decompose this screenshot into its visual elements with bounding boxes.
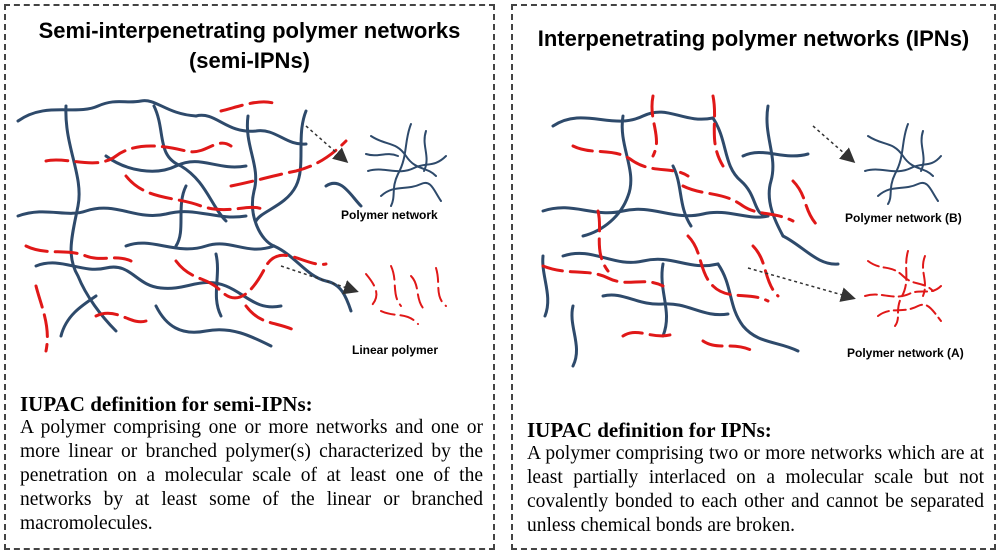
ipn-network-a-strands xyxy=(541,94,820,353)
semi-ipn-title-line2: (semi-IPNs) xyxy=(188,48,311,73)
semi-ipn-linear-label: Linear polymer xyxy=(352,343,438,357)
ipn-panel: Interpenetrating polymer networks (IPNs) xyxy=(511,4,996,550)
semi-ipn-illustration: Polymer network Linear polymer xyxy=(16,99,447,357)
semi-ipn-definition-heading: IUPAC definition for semi-IPNs: xyxy=(20,392,313,416)
ipn-network-a-icon xyxy=(864,250,942,327)
semi-ipn-network-arrow xyxy=(305,125,349,163)
semi-ipn-panel: Semi-interpenetrating polymer networks (… xyxy=(4,4,495,550)
semi-ipn-linear-arrow xyxy=(280,265,359,295)
ipn-definition: IUPAC definition for IPNs: A polymer com… xyxy=(527,418,984,538)
ipn-definition-heading: IUPAC definition for IPNs: xyxy=(527,418,772,442)
ipn-illustration: Polymer network (B) Polymer network (A) xyxy=(541,94,964,368)
semi-ipn-network-icon xyxy=(365,123,447,207)
semi-ipn-title-line1: Semi-interpenetrating polymer networks xyxy=(38,18,461,43)
semi-ipn-definition-text: A polymer comprising one or more network… xyxy=(20,417,483,534)
semi-ipn-linear-icon xyxy=(365,265,447,325)
ipn-network-b-strands xyxy=(541,104,840,368)
semi-ipn-network-label: Polymer network xyxy=(341,208,438,222)
semi-ipn-linear-strands xyxy=(24,100,348,353)
ipn-network-b-label: Polymer network (B) xyxy=(845,211,962,225)
ipn-network-a-arrow xyxy=(747,267,856,302)
ipn-title: Interpenetrating polymer networks (IPNs) xyxy=(537,26,970,51)
ipn-network-b-arrow xyxy=(812,125,856,163)
semi-ipn-network-strands xyxy=(16,99,363,348)
ipn-definition-text: A polymer comprising two or more network… xyxy=(527,443,984,536)
ipn-network-a-label: Polymer network (A) xyxy=(847,346,964,360)
ipn-network-b-icon xyxy=(864,123,942,205)
semi-ipn-title: Semi-interpenetrating polymer networks (… xyxy=(6,16,493,76)
semi-ipn-definition: IUPAC definition for semi-IPNs: A polyme… xyxy=(20,392,483,536)
